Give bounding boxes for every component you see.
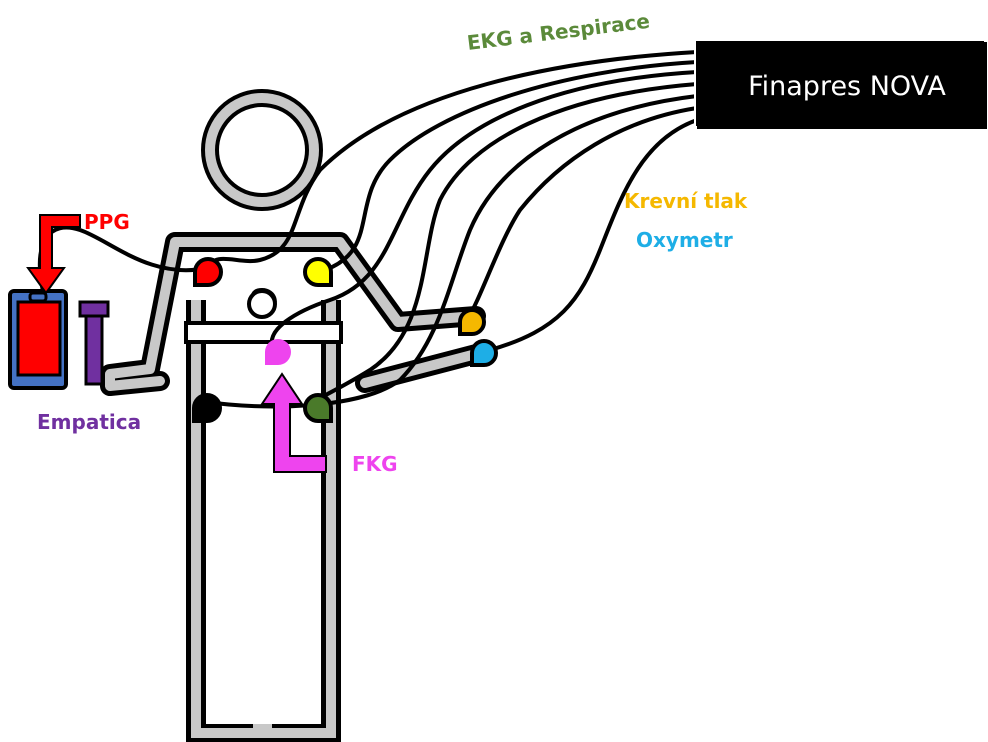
cables [37,50,698,409]
electrode-yellow [302,257,333,287]
label-empatica: Empatica [37,410,141,434]
human-figure [100,89,486,742]
electrode-green [302,393,333,423]
cuff-yellow [458,308,487,336]
label-ekg: EKG a Respirace [466,9,651,55]
electrode-white [246,289,278,319]
empatica-watch [8,289,110,390]
electrode-magenta [265,339,291,365]
ppg-arrow [26,214,81,295]
label-oximeter: Oxymetr [636,228,733,252]
label-blood-pressure: Krevní tlak [624,189,748,213]
chest-belt [184,321,343,344]
electrodes [192,257,499,423]
finapres-device: Finapres NOVA [694,39,987,129]
device-label: Finapres NOVA [748,71,946,102]
label-ppg: PPG [84,210,130,234]
electrode-black [192,393,223,423]
label-fkg: FKG [352,452,398,476]
electrode-red [193,257,224,287]
clip-blue [470,339,499,367]
fkg-arrow [260,372,327,473]
